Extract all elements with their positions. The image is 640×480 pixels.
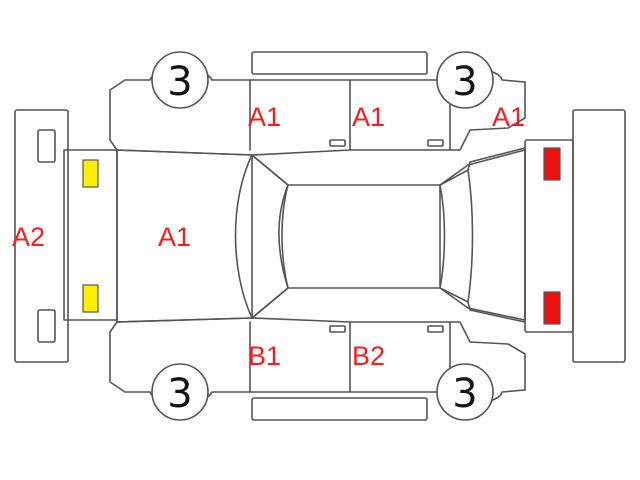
label-rear-left-door: A1 [352, 102, 385, 132]
wheel-rear-right: 3 [436, 363, 494, 421]
label-front-left-door: A1 [248, 102, 281, 132]
wheel-front-left: 3 [151, 51, 209, 109]
label-front-bumper: A2 [12, 222, 45, 252]
wheel-rear-left: 3 [436, 51, 494, 109]
label-front-right-door: B1 [248, 341, 281, 371]
front-lamp-top [82, 159, 99, 188]
rear-lamp-top [543, 147, 561, 181]
label-rear-right-door: B2 [352, 341, 385, 371]
trunk-panel [467, 149, 526, 321]
rear-bumper [572, 109, 626, 363]
roof-panel [281, 184, 446, 289]
label-rear-left-quarter: A1 [492, 102, 525, 132]
wheel-rear-right-grade: 3 [452, 371, 477, 417]
wheel-front-right-grade: 3 [167, 371, 192, 417]
wheel-front-left-grade: 3 [167, 59, 192, 105]
front-lamp-bottom [82, 284, 99, 313]
label-hood: A1 [158, 222, 191, 252]
wheel-rear-left-grade: 3 [452, 59, 477, 105]
wheel-front-right: 3 [151, 363, 209, 421]
rear-lamp-bottom [543, 291, 561, 325]
